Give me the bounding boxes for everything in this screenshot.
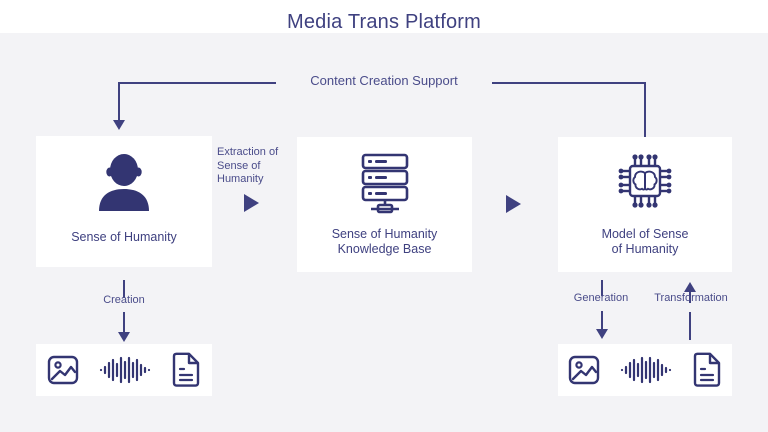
bracket-label-content-creation-support: Content Creation Support [276,73,492,88]
audio-waveform-icon [99,355,151,385]
label-creation: Creation [103,294,145,306]
card-model-of-sense-of-humanity[interactable]: Model of Sense of Humanity [558,137,732,272]
card-label: Sense of Humanity Knowledge Base [332,227,438,257]
card-label-line1: Model of Sense [601,227,689,241]
creation-line-upper [123,280,125,298]
card-label-line1: Sense of Humanity [71,230,177,244]
creation-line-lower [123,312,125,334]
person-icon [93,152,155,212]
generation-line-lower [601,311,603,331]
label-transformation: Transformation [654,292,728,304]
label-extraction-of-sense-of-humanity: Extraction of Sense of Humanity [217,146,293,187]
card-sense-of-humanity[interactable]: Sense of Humanity [36,136,212,267]
bracket-left-vertical [118,82,120,122]
card-label: Sense of Humanity [71,230,177,245]
media-group-left[interactable] [36,344,212,396]
server-stack-icon [351,153,419,215]
arrow-right-triangle-icon-1 [244,194,259,212]
transformation-line-upper [689,291,691,303]
label-extraction-line1: Extraction of [217,146,279,158]
arrow-right-triangle-icon-2 [506,195,521,213]
bracket-right-vertical [644,82,646,138]
label-extraction-line2: Sense of [217,159,261,172]
card-label: Model of Sense of Humanity [602,227,689,257]
page-title: Media Trans Platform [286,11,482,33]
image-icon [46,353,80,387]
card-knowledge-base[interactable]: Sense of Humanity Knowledge Base [297,137,472,272]
transformation-arrowhead-up-icon [684,282,696,292]
card-label-line2: Knowledge Base [337,242,432,256]
label-extraction-line3: Humanity [217,173,264,185]
transformation-line-lower [689,312,691,340]
image-icon [567,353,601,387]
ai-chip-brain-icon [609,151,681,215]
creation-arrowhead-down-icon [118,332,130,342]
card-label-line2: of Humanity [611,242,679,256]
audio-waveform-icon [620,355,672,385]
bracket-arrowhead-down-icon [113,120,125,130]
generation-line-upper [601,280,603,296]
document-icon [691,352,723,388]
media-group-right[interactable] [558,344,732,396]
generation-arrowhead-down-icon [596,329,608,339]
card-label-line1: Sense of Humanity [331,227,438,241]
label-generation: Generation [573,292,629,304]
document-icon [170,352,202,388]
